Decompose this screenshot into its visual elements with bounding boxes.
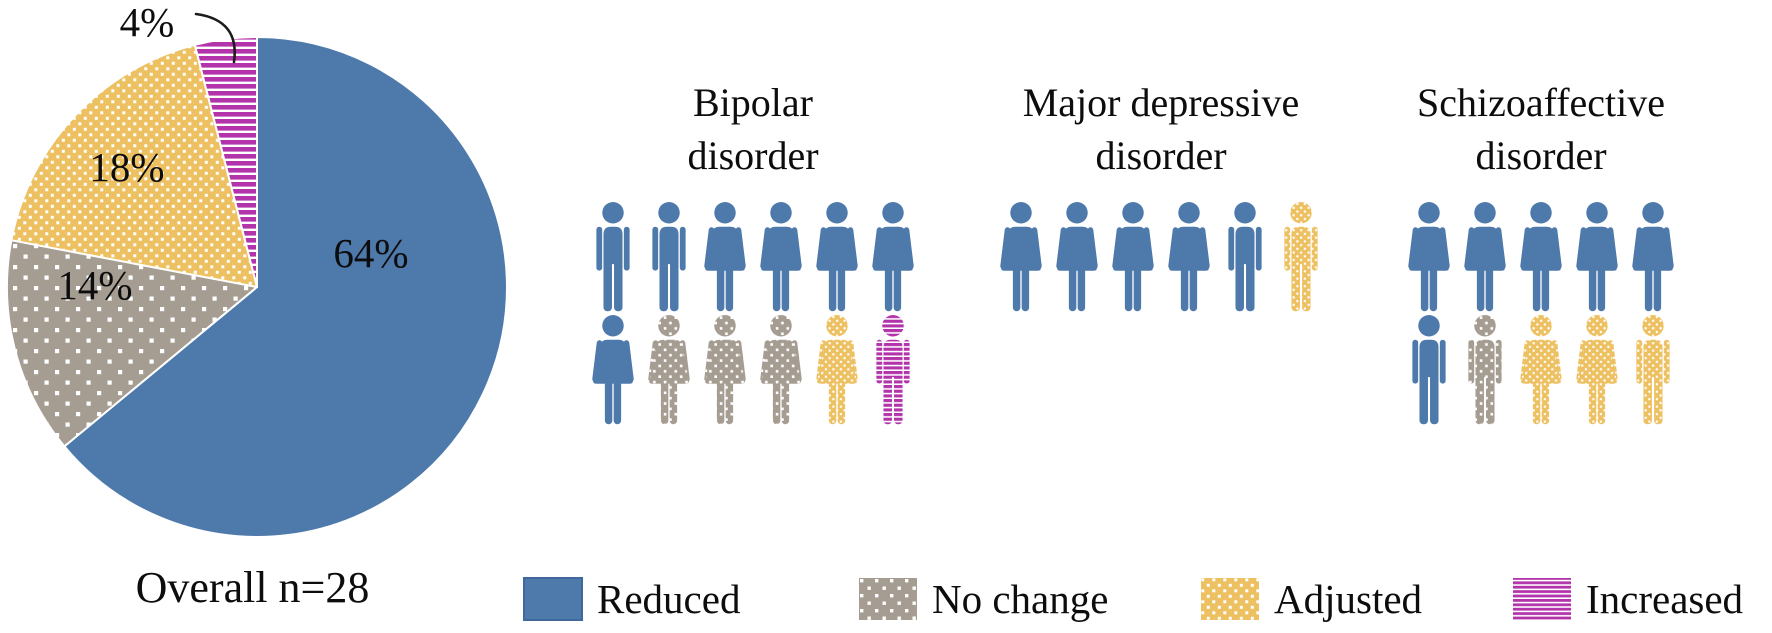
pie-slice-no_change bbox=[6, 239, 258, 448]
group-major-depressive-disorder: Major depressive disorder bbox=[991, 72, 1331, 315]
pie-slice-increased bbox=[193, 36, 258, 288]
group-title-schizoaffective-disorder: Schizoaffective disorder bbox=[1396, 72, 1686, 202]
person-icon-no_change-female bbox=[641, 315, 697, 428]
legend-item-increased: Increased bbox=[1512, 574, 1743, 624]
pie-label-adjusted: 18% bbox=[89, 144, 164, 190]
legend-label-reduced: Reduced bbox=[597, 576, 741, 622]
person-icon-reduced-female bbox=[1569, 202, 1625, 315]
legend-item-reduced: Reduced bbox=[523, 574, 740, 624]
person-icon-no_change-male bbox=[1457, 315, 1513, 428]
icon-rows bbox=[583, 202, 923, 428]
icon-rows bbox=[991, 202, 1331, 315]
legend-swatch-no_change bbox=[859, 578, 917, 620]
person-icon-reduced-female bbox=[865, 202, 921, 315]
icon-row bbox=[585, 315, 921, 428]
person-icon-reduced-female bbox=[1161, 202, 1217, 315]
group-title-major-depressive-disorder: Major depressive disorder bbox=[991, 72, 1331, 202]
person-icon-adjusted-male bbox=[1625, 315, 1681, 428]
legend-swatch-reduced bbox=[523, 577, 583, 621]
person-icon-reduced-male bbox=[641, 202, 697, 315]
group-title-line: disorder bbox=[1475, 133, 1607, 178]
group-title-bipolar-disorder: Bipolar disorder bbox=[583, 72, 923, 202]
person-icon-reduced-female bbox=[585, 315, 641, 428]
pie-caption: Overall n=28 bbox=[135, 563, 370, 612]
pie-label-increased: 4% bbox=[120, 0, 175, 45]
group-title-line: Major depressive bbox=[1022, 80, 1300, 125]
person-icon-reduced-female bbox=[1105, 202, 1161, 315]
pie-callout-line bbox=[194, 12, 237, 64]
person-icon-reduced-female bbox=[753, 202, 809, 315]
person-icon-adjusted-female bbox=[809, 315, 865, 428]
person-icon-reduced-female bbox=[1049, 202, 1105, 315]
icon-rows bbox=[1396, 202, 1686, 428]
person-icon-reduced-male bbox=[585, 202, 641, 315]
group-schizoaffective-disorder: Schizoaffective disorder bbox=[1396, 72, 1686, 428]
legend-swatch-increased bbox=[1513, 578, 1571, 620]
person-icon-adjusted-female bbox=[1513, 315, 1569, 428]
group-title-line: disorder bbox=[687, 133, 819, 178]
legend-label-adjusted: Adjusted bbox=[1274, 576, 1423, 622]
legend-item-adjusted: Adjusted bbox=[1200, 574, 1422, 624]
legend-label-increased: Increased bbox=[1586, 576, 1744, 622]
icon-row bbox=[1401, 202, 1681, 315]
person-icon-no_change-female bbox=[753, 315, 809, 428]
group-title-line: Schizoaffective bbox=[1416, 80, 1666, 125]
legend-item-no_change: No change bbox=[858, 574, 1108, 624]
group-title-line: Bipolar bbox=[693, 80, 813, 125]
icon-row bbox=[993, 202, 1329, 315]
person-icon-reduced-female bbox=[697, 202, 753, 315]
legend-swatch-adjusted bbox=[1201, 578, 1259, 620]
person-icon-reduced-male bbox=[1401, 315, 1457, 428]
pie-label-no_change: 14% bbox=[57, 262, 132, 308]
person-icon-adjusted-male bbox=[1273, 202, 1329, 315]
person-icon-reduced-male bbox=[1217, 202, 1273, 315]
person-icon-adjusted-female bbox=[1569, 315, 1625, 428]
person-icon-no_change-female bbox=[697, 315, 753, 428]
icon-row bbox=[1401, 315, 1681, 428]
person-icon-reduced-female bbox=[993, 202, 1049, 315]
pie-label-reduced: 64% bbox=[333, 230, 408, 276]
person-icon-reduced-female bbox=[1625, 202, 1681, 315]
group-title-line: disorder bbox=[1095, 133, 1227, 178]
pie-chart: 64% 14% 18% 4% bbox=[6, 0, 508, 538]
person-icon-reduced-female bbox=[1401, 202, 1457, 315]
person-icon-increased-male bbox=[865, 315, 921, 428]
pie-slice-adjusted bbox=[10, 43, 258, 288]
person-icon-reduced-female bbox=[809, 202, 865, 315]
person-icon-reduced-female bbox=[1457, 202, 1513, 315]
icon-row bbox=[585, 202, 921, 315]
legend-label-no_change: No change bbox=[932, 576, 1109, 622]
pie-slice-reduced bbox=[63, 36, 508, 538]
person-icon-reduced-female bbox=[1513, 202, 1569, 315]
group-bipolar-disorder: Bipolar disorder bbox=[583, 72, 923, 428]
